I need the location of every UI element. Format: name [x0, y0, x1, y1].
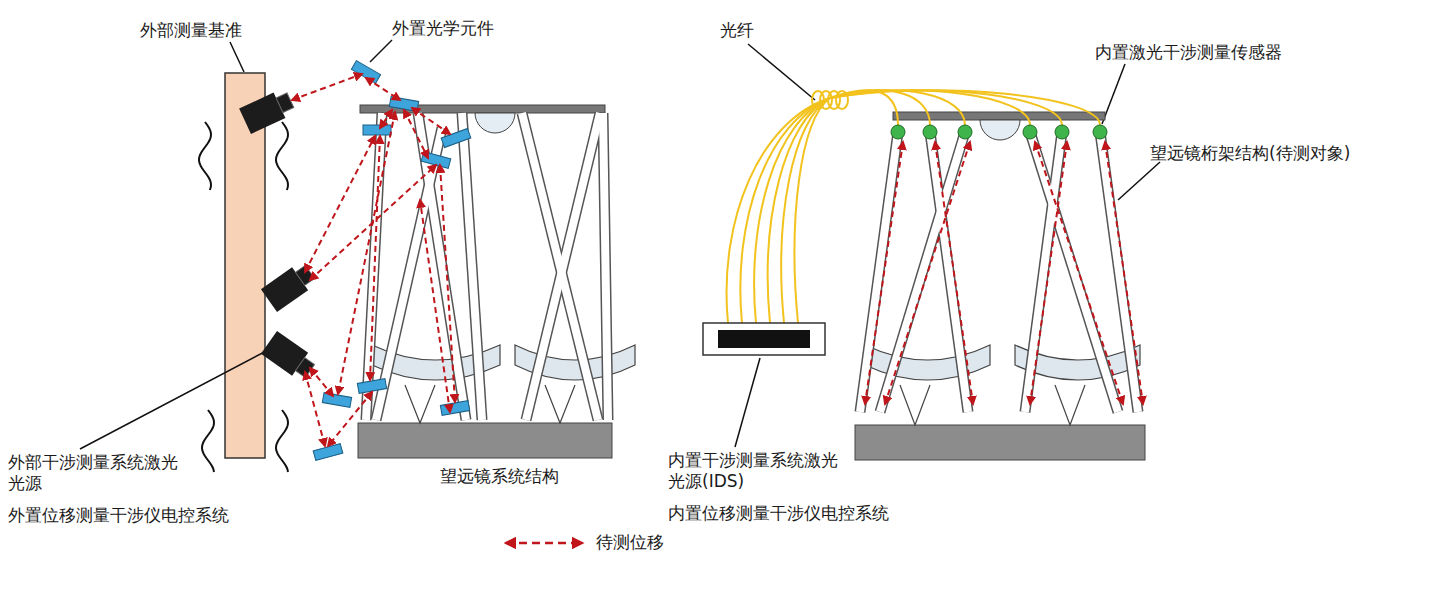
- rod-outline: [603, 113, 608, 420]
- legend-text: 待测位移: [596, 531, 664, 554]
- laser: [261, 260, 318, 312]
- sensor: [923, 125, 937, 139]
- rod: [1025, 132, 1062, 412]
- vibration-mark: [202, 410, 214, 472]
- rod-outline: [366, 113, 382, 420]
- vibration-mark: [276, 122, 288, 190]
- base-plate: [855, 425, 1145, 460]
- label: 外部测量基准: [140, 20, 340, 41]
- base-plate: [358, 423, 612, 458]
- rod: [366, 113, 382, 420]
- displacement-beam: [310, 368, 333, 396]
- displacement-beam: [338, 112, 395, 394]
- optical-element: [363, 125, 391, 135]
- legend-arrow: [500, 533, 588, 553]
- laser-sources: [239, 87, 318, 382]
- displacement-beam: [440, 165, 455, 402]
- label: 外置光学元件: [392, 18, 592, 39]
- optical-elements: [313, 61, 471, 461]
- displacement-beam: [366, 78, 400, 100]
- optical-fibers: [727, 90, 1100, 323]
- sensor: [1055, 125, 1069, 139]
- leader-lines: [80, 40, 1160, 449]
- rod: [376, 128, 442, 420]
- sensor: [891, 125, 905, 139]
- displacement-beams: [292, 74, 1143, 446]
- rod: [418, 113, 466, 420]
- mirror-supports: [405, 385, 1085, 425]
- fiber: [740, 90, 930, 323]
- truss-rods: [366, 113, 1138, 420]
- sensors: [891, 125, 1107, 139]
- displacement-beam: [370, 136, 380, 380]
- rod: [1100, 132, 1138, 412]
- ids-box: [703, 323, 825, 355]
- label: 内置激光干涉测量传感器: [1095, 42, 1325, 63]
- optical-element: [440, 401, 469, 416]
- label: 外置位移测量干涉仪电控系统: [8, 505, 308, 526]
- label: 望远镜桁架结构(待测对象): [1150, 143, 1410, 164]
- ids-connectors: [718, 330, 810, 348]
- rod: [526, 113, 600, 420]
- label: 望远镜系统结构: [440, 466, 640, 487]
- displacement-beam: [305, 372, 325, 446]
- displacement-beam: [1030, 142, 1067, 404]
- displacement-beam: [292, 74, 362, 100]
- optical-element: [421, 152, 451, 169]
- optical-element: [322, 393, 351, 408]
- fiber-coil: [836, 91, 848, 109]
- legend-item: 待测位移: [500, 531, 664, 554]
- optical-element: [357, 379, 386, 394]
- reference-bar: [225, 73, 265, 458]
- sensor: [958, 125, 972, 139]
- label: 光纤: [720, 20, 800, 41]
- laser: [239, 87, 296, 134]
- laser: [261, 331, 318, 383]
- lens: [980, 120, 1020, 140]
- displacement-beam: [328, 392, 372, 446]
- lens: [475, 113, 515, 133]
- label: 外部干涉测量系统激光 光源: [8, 452, 193, 495]
- rod-outline: [376, 128, 442, 420]
- optical-element: [313, 444, 343, 461]
- rod: [603, 113, 608, 420]
- vibration-mark: [199, 122, 211, 190]
- sensor: [1023, 125, 1037, 139]
- fiber: [795, 90, 1100, 323]
- optical-element: [351, 61, 380, 84]
- displacement-beam: [1105, 142, 1143, 404]
- displacement-beam: [885, 142, 970, 404]
- label: 内置干涉测量系统激光 光源(IDS): [668, 450, 853, 493]
- displacement-beam: [412, 108, 450, 134]
- displacement-beam: [380, 110, 392, 128]
- rod-outline: [462, 113, 482, 420]
- label: 内置位移测量干涉仪电控系统: [668, 503, 968, 524]
- rod: [462, 113, 482, 420]
- rod: [880, 132, 965, 412]
- displacement-beam: [935, 142, 973, 404]
- displacement-beam: [420, 200, 450, 412]
- rod-outline: [418, 113, 466, 420]
- vibration-mark: [276, 410, 288, 472]
- sensor: [1093, 125, 1107, 139]
- top-plate: [893, 112, 1105, 120]
